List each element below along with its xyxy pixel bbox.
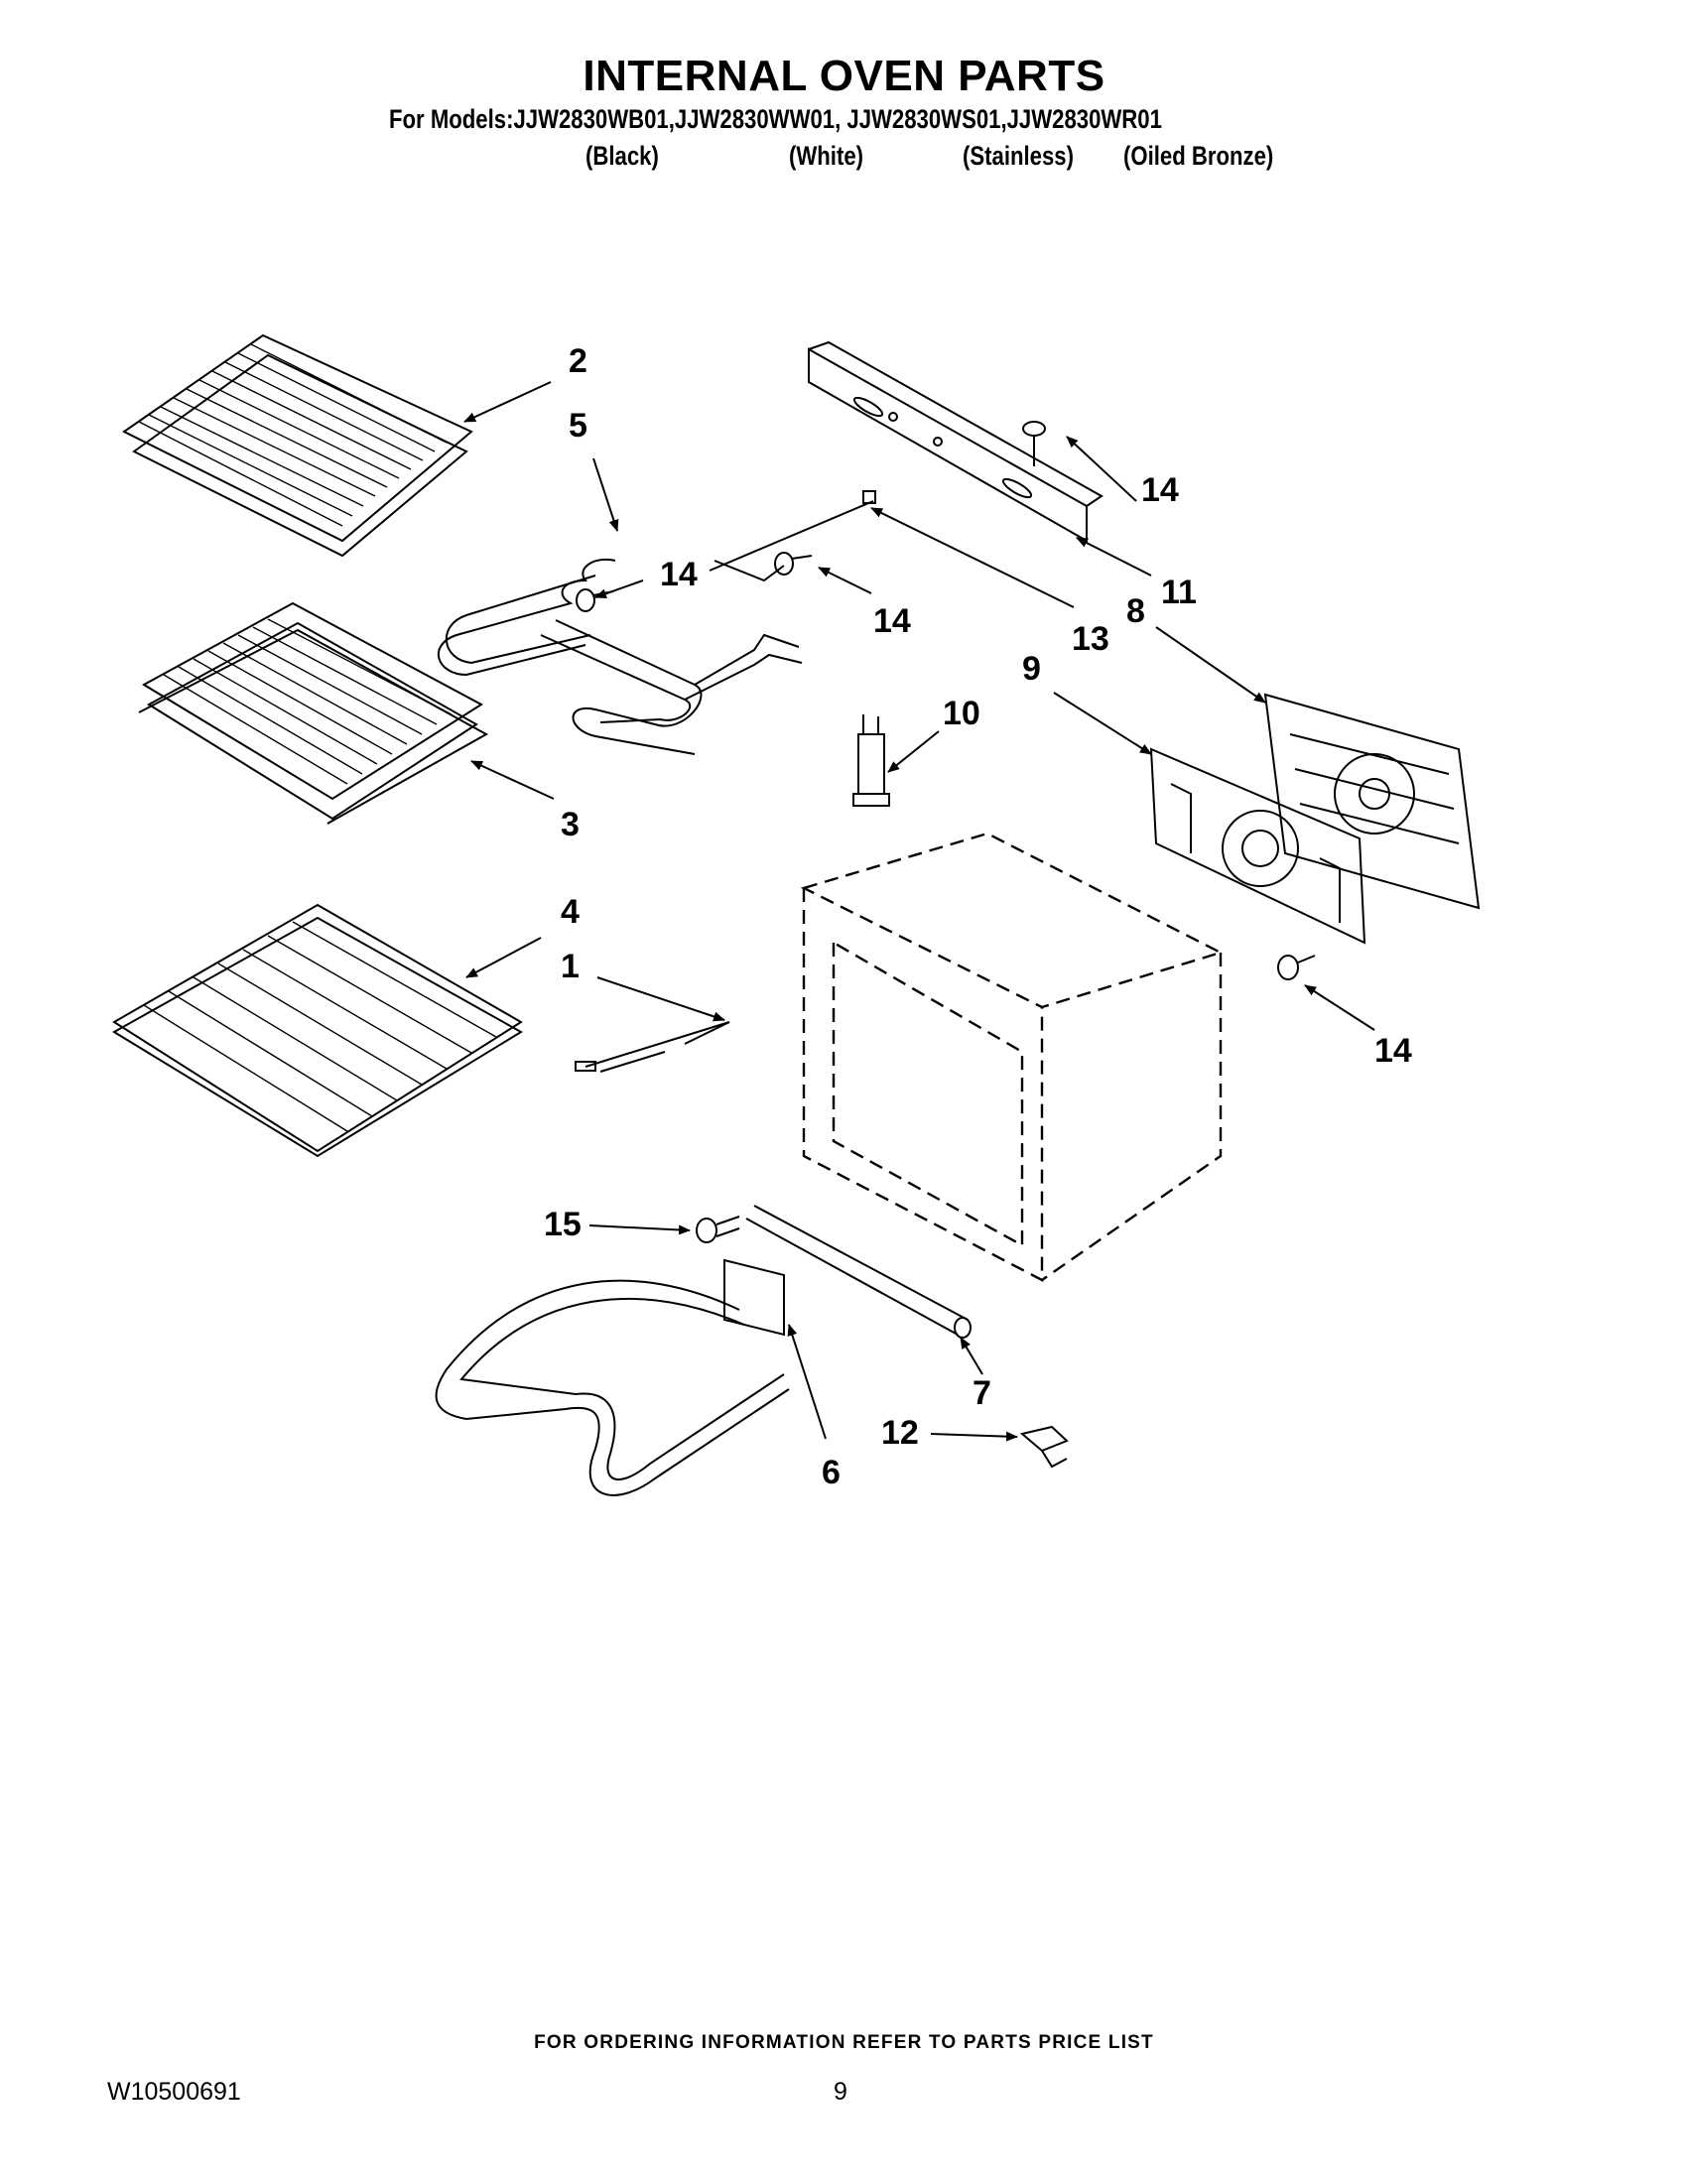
color-label-white: (White): [789, 141, 864, 171]
thermostat: [852, 714, 890, 807]
callout-2: 2: [569, 342, 587, 380]
color-label-black: (Black): [585, 141, 659, 171]
page-title: INTERNAL OVEN PARTS: [583, 52, 1105, 100]
callout-14-right: 14: [1374, 1032, 1412, 1070]
convection-element: [1263, 693, 1481, 910]
element-tube: [745, 1205, 972, 1339]
callout-14-upper: 14: [660, 556, 698, 593]
oven-rack-upper: [122, 333, 473, 558]
upper-bake-element: [437, 558, 803, 755]
callout-14-top: 14: [1141, 471, 1179, 509]
top-bracket: [808, 340, 1104, 543]
callout-14-probe: 14: [873, 602, 911, 640]
screw-part-14-probe: [774, 552, 813, 576]
screw-part-14-top: [1022, 421, 1046, 466]
callout-3: 3: [561, 806, 580, 843]
models-line: For Models:JJW2830WB01,JJW2830WW01, JJW2…: [389, 104, 1162, 134]
color-label-stainless: (Stainless): [963, 141, 1074, 171]
callout-5: 5: [569, 407, 587, 445]
fan-cover: [1149, 747, 1366, 945]
callout-12: 12: [881, 1414, 919, 1452]
callout-leaders: [463, 381, 1375, 1442]
screw-part-14-right: [1277, 955, 1316, 980]
callout-11: 11: [1161, 574, 1197, 611]
oven-cavity: [800, 832, 1225, 1282]
oven-rack-flat: [112, 903, 523, 1158]
callout-9: 9: [1022, 650, 1041, 688]
meat-probe: [575, 1021, 730, 1073]
callout-13: 13: [1072, 620, 1109, 658]
callout-15: 15: [544, 1206, 582, 1243]
callout-7: 7: [973, 1374, 991, 1412]
oven-rack-sliding: [138, 601, 489, 825]
document-number: W10500691: [107, 2078, 241, 2106]
clip-part-12: [1019, 1425, 1069, 1469]
color-label-oiled-bronze: (Oiled Bronze): [1123, 141, 1274, 171]
screw-part-15: [696, 1216, 740, 1243]
callout-10: 10: [943, 695, 980, 732]
callout-8: 8: [1126, 592, 1145, 630]
bake-element: [435, 1258, 790, 1496]
callout-4: 4: [561, 893, 580, 931]
page-number: 9: [834, 2078, 847, 2106]
callout-1: 1: [561, 948, 580, 985]
callout-6: 6: [822, 1454, 841, 1491]
ordering-note: FOR ORDERING INFORMATION REFER TO PARTS …: [534, 2032, 1154, 2053]
